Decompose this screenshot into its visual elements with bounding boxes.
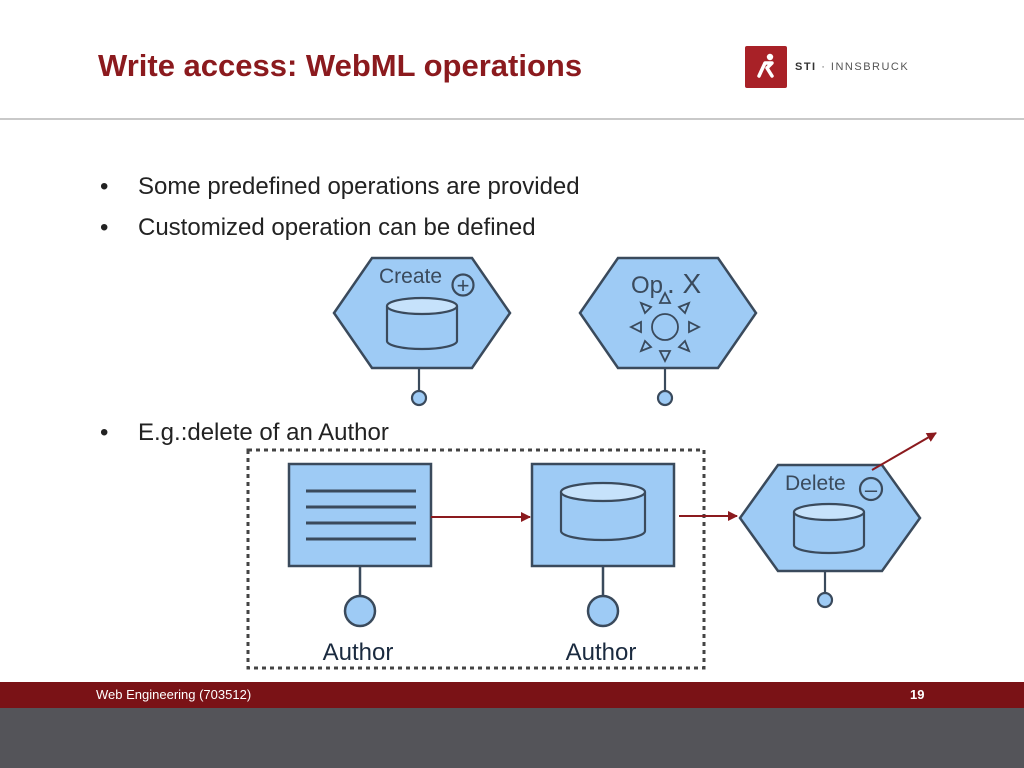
minus-icon: – [858, 476, 884, 502]
footer-course: Web Engineering (703512) [96, 687, 252, 702]
header-rule [0, 118, 1024, 120]
data-unit-caption: Author [566, 639, 637, 666]
delete-parameter-port [816, 591, 834, 609]
data-entity-port [586, 594, 620, 628]
link-delete-ok [871, 432, 937, 471]
slide-title: Write access: WebML operations [98, 48, 583, 83]
bullet-text: Some predefined operations are provided [138, 173, 580, 200]
database-icon [792, 502, 866, 555]
custom-unit-label: Op [631, 272, 663, 299]
sti-logo: STI · INNSBRUCK [745, 46, 909, 88]
index-entity-port [343, 594, 377, 628]
database-icon [385, 296, 459, 351]
logo-separator: · [821, 61, 827, 73]
bullet-item-1: • Some predefined operations are provided [100, 173, 580, 201]
sti-logo-text: STI · INNSBRUCK [795, 61, 909, 73]
database-icon [559, 481, 647, 542]
delete-operation-unit: Delete – [738, 463, 922, 609]
bullet-item-3: • E.g.:delete of an Author [100, 419, 389, 447]
plus-icon: + [451, 273, 475, 298]
delete-unit-symbol: – [865, 477, 878, 502]
data-unit: Author [530, 462, 676, 666]
custom-parameter-port [656, 389, 674, 407]
footer-bar [0, 682, 1024, 708]
create-parameter-port [410, 389, 428, 407]
footer-band [0, 708, 1024, 768]
page-boundary [246, 448, 706, 670]
bullet-marker: • [100, 214, 109, 241]
bullet-marker: • [100, 419, 109, 446]
index-unit: Author [287, 462, 433, 666]
list-icon [306, 489, 416, 541]
bullet-text: Customized operation can be defined [138, 214, 536, 241]
bullet-text: E.g.:delete of an Author [138, 419, 389, 446]
create-unit-symbol: + [457, 273, 470, 298]
custom-unit-symbol: . X [667, 268, 702, 299]
sti-logo-icon [745, 46, 787, 88]
create-operation-unit: Create + [332, 256, 512, 407]
logo-place: INNSBRUCK [830, 61, 910, 73]
footer-page-number: 19 [910, 687, 925, 702]
logo-brand: STI [795, 61, 817, 73]
sun-icon [628, 290, 702, 364]
bullet-item-2: • Customized operation can be defined [100, 214, 536, 242]
index-unit-caption: Author [323, 639, 394, 666]
bullet-marker: • [100, 173, 109, 200]
custom-operation-unit: Op . X [578, 256, 758, 407]
delete-unit-label: Delete [785, 472, 846, 495]
create-unit-label: Create [379, 265, 442, 288]
